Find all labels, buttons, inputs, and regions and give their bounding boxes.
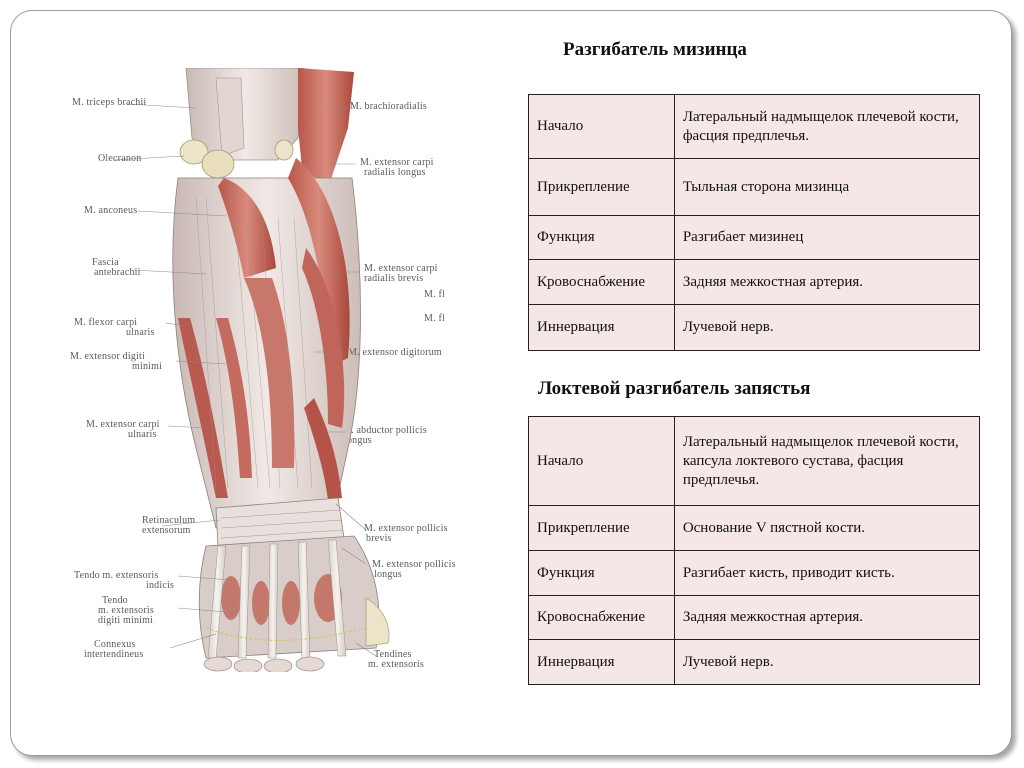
row-key: Иннервация <box>528 639 675 685</box>
label-tendo-2: m. extensoris <box>98 605 154 616</box>
label-extensor-digiti-minimi: M. extensor digiti <box>70 351 145 362</box>
label-ext-pollicis-longus: M. extensor pollicis <box>372 559 456 570</box>
row-key: Кровоснабжение <box>528 595 675 640</box>
table-row: Прикрепление Тыльная сторона мизинца <box>528 158 981 216</box>
section-title-extensor-carpi-ulnaris: Локтевой разгибатель запястья <box>538 378 811 399</box>
label-tendo-3: digiti minimi <box>98 615 154 626</box>
table-row: Иннервация Лучевой нерв. <box>528 304 981 351</box>
label-fascia: Fascia <box>92 257 119 268</box>
table-row: Начало Латеральный надмыщелок плечевой к… <box>528 416 981 506</box>
row-value: Латеральный надмыщелок плечевой кости, ф… <box>673 94 981 159</box>
row-key: Прикрепление <box>528 505 675 551</box>
label-tendines: Tendines <box>374 649 412 660</box>
label-ext-digitorum: M. extensor digitorum <box>350 347 442 358</box>
label-ext-carpi-rad-longus: M. extensor carpi <box>360 157 434 168</box>
label-tendo: Tendo <box>102 595 128 606</box>
row-value: Лучевой нерв. <box>673 639 981 685</box>
row-key: Кровоснабжение <box>528 259 675 305</box>
right-label-column: M. brachioradialis M. extensor carpi rad… <box>350 68 458 672</box>
label-ext-pollicis-longus-2: longus <box>374 569 402 580</box>
label-antebrachii: antebrachii <box>94 267 141 278</box>
table-row: Иннервация Лучевой нерв. <box>528 639 981 685</box>
label-ext-carpi-rad-brevis: M. extensor carpi <box>364 263 438 274</box>
label-brachioradialis: M. brachioradialis <box>350 101 427 112</box>
label-triceps: M. triceps brachii <box>72 97 147 108</box>
table-extensor-digiti-minimi: Начало Латеральный надмыщелок плечевой к… <box>528 94 981 351</box>
label-tendines-2: m. extensoris <box>368 659 424 670</box>
label-abductor-pollicis-2: longus <box>350 435 372 446</box>
table-row: Начало Латеральный надмыщелок плечевой к… <box>528 94 981 159</box>
label-connexus-2: intertendineus <box>84 649 144 660</box>
section-title-extensor-digiti-minimi: Разгибатель мизинца <box>563 39 747 60</box>
label-tendo-extensoris-indicis-2: indicis <box>146 580 175 591</box>
table-row: Кровоснабжение Задняя межкостная артерия… <box>528 595 981 640</box>
table-row: Функция Разгибает мизинец <box>528 215 981 260</box>
row-value: Основание V пястной кости. <box>673 505 981 551</box>
row-value: Разгибает кисть, приводит кисть. <box>673 550 981 596</box>
label-retinaculum: Retinaculum <box>142 515 196 526</box>
label-abductor-pollicis: M. abductor pollicis <box>350 425 427 436</box>
label-m-fl-2: M. fl <box>424 313 445 324</box>
row-value: Разгибает мизинец <box>673 215 981 260</box>
label-ext-carpi-rad-brevis-2: radialis brevis <box>364 273 424 284</box>
row-key: Иннервация <box>528 304 675 351</box>
row-key: Начало <box>528 416 675 506</box>
row-value: Латеральный надмыщелок плечевой кости, к… <box>673 416 981 506</box>
row-value: Задняя межкостная артерия. <box>673 595 981 640</box>
row-value: Лучевой нерв. <box>673 304 981 351</box>
row-value: Задняя межкостная артерия. <box>673 259 981 305</box>
label-retinaculum-2: extensorum <box>142 525 191 536</box>
table-extensor-carpi-ulnaris: Начало Латеральный надмыщелок плечевой к… <box>528 416 981 685</box>
label-ext-pollicis-brevis: M. extensor pollicis <box>364 523 448 534</box>
row-key: Функция <box>528 550 675 596</box>
label-ext-carpi-rad-longus-2: radialis longus <box>364 167 426 178</box>
label-m-fl-1: M. fl <box>424 289 445 300</box>
forearm-muscle-illustration: M. triceps brachii Olecranon M. anconeus… <box>66 68 462 672</box>
row-key: Функция <box>528 215 675 260</box>
label-connexus: Connexus <box>94 639 136 650</box>
label-flexor-carpi-ulnaris-2: ulnaris <box>126 327 155 338</box>
label-extensor-carpi-ulnaris-2: ulnaris <box>128 429 157 440</box>
label-tendo-extensoris-indicis: Tendo m. extensoris <box>74 570 159 581</box>
row-key: Начало <box>528 94 675 159</box>
table-row: Прикрепление Основание V пястной кости. <box>528 505 981 551</box>
label-flexor-carpi-ulnaris: M. flexor carpi <box>74 317 138 328</box>
forearm-drawing <box>113 68 390 672</box>
row-key: Прикрепление <box>528 158 675 216</box>
label-anconeus: M. anconeus <box>84 205 138 216</box>
label-ext-pollicis-brevis-2: brevis <box>366 533 392 544</box>
table-row: Функция Разгибает кисть, приводит кисть. <box>528 550 981 596</box>
table-row: Кровоснабжение Задняя межкостная артерия… <box>528 259 981 305</box>
row-value: Тыльная сторона мизинца <box>673 158 981 216</box>
label-olecranon: Olecranon <box>98 153 142 164</box>
label-extensor-carpi-ulnaris: M. extensor carpi <box>86 419 160 430</box>
label-extensor-digiti-minimi-2: minimi <box>132 361 163 372</box>
